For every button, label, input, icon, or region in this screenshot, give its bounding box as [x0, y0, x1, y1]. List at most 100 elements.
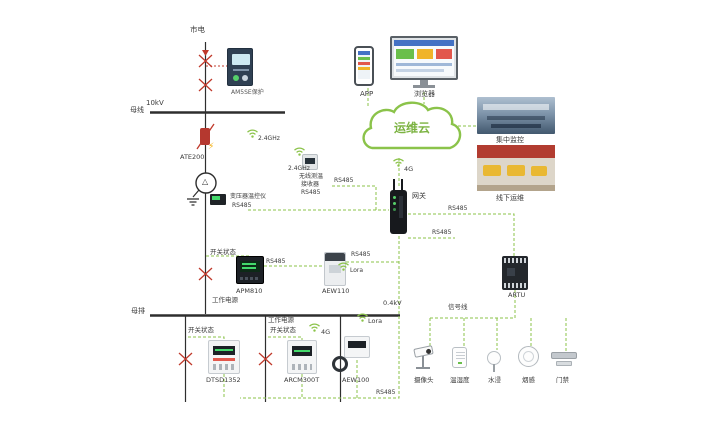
breaker-icon — [258, 352, 273, 366]
transformer-delta-icon: △ — [202, 177, 209, 186]
dashboard-row — [396, 63, 452, 66]
label-meter-aew100: AEW100 — [342, 376, 370, 384]
label-switch-status-a: 开关状态 — [188, 326, 214, 334]
photo-desk-row — [487, 116, 545, 120]
label-gateway-net: 4G — [404, 165, 414, 173]
dashboard-row — [396, 69, 444, 72]
wifi-icon — [294, 147, 305, 156]
apm810-screen — [240, 261, 260, 272]
dtsd-terminals — [213, 364, 235, 370]
arcm-digits — [294, 350, 310, 352]
label-aew110-lora: Lora — [350, 267, 364, 274]
label-receiver-line1: 无线测温 — [299, 173, 324, 180]
cloud-icon — [362, 101, 462, 150]
relay-led-row — [233, 69, 249, 71]
label-meter-dtsd1352: DTSD1352 — [206, 376, 241, 384]
monitor-stand — [420, 80, 428, 85]
label-browser: 浏览器 — [414, 90, 435, 98]
phone-screen — [358, 51, 370, 79]
photo-vehicle — [483, 165, 501, 176]
dashboard-tile — [436, 49, 452, 59]
smoke-detector-device — [518, 346, 539, 367]
label-working-power-b: 工作电源 — [268, 316, 294, 324]
label-hv-busbar: 母线 — [130, 106, 144, 114]
camera-pole — [422, 356, 424, 367]
central-monitoring-photo — [477, 97, 555, 134]
label-photo-central: 集中监控 — [496, 136, 524, 144]
label-photo-offline: 线下运维 — [496, 194, 524, 202]
label-sensor-door: 门禁 — [556, 376, 569, 384]
dtsd-brand-strip — [213, 358, 235, 361]
label-relay: AM5SE保护 — [231, 89, 264, 96]
signal-links — [188, 88, 567, 399]
label-transformer-ctrl: 变压器温控仪 — [230, 193, 267, 200]
water-sensor-cable — [493, 364, 495, 372]
label-sensor-camera: 摄像头 — [414, 376, 434, 384]
ate200-sensor-device — [200, 128, 210, 145]
monitor-base — [413, 85, 435, 88]
label-sensor-temp-humidity: 温湿度 — [450, 376, 470, 384]
arcm-screen — [292, 346, 312, 356]
label-net-4g: 4G — [321, 328, 331, 336]
phone-screen-bar — [358, 57, 370, 60]
phone-screen-bar — [358, 51, 370, 55]
label-cloud: 运维云 — [393, 121, 430, 135]
label-apm810-bus: RS485 — [266, 258, 286, 265]
dashboard-tile — [396, 49, 414, 59]
door-contact-device — [556, 361, 572, 366]
label-ghz-left: 2.4GHz — [258, 135, 280, 142]
photo-screen-wall — [483, 104, 549, 110]
browser-monitor-device — [390, 36, 458, 80]
label-signal-line: 信号线 — [448, 303, 468, 311]
label-switch-status-b: 开关状态 — [270, 326, 296, 334]
aew110-device — [324, 252, 346, 286]
breaker-icon — [198, 54, 213, 68]
camera-base — [416, 367, 430, 369]
offline-ops-photo — [477, 145, 555, 191]
label-working-power-a: 工作电源 — [212, 296, 238, 304]
breaker-icon — [198, 267, 213, 281]
apm810-digits — [242, 263, 256, 265]
phone-screen-bar — [358, 67, 370, 70]
door-contact-device — [551, 352, 577, 359]
apm810-meter-device — [236, 256, 264, 284]
gateway-device — [390, 190, 407, 234]
label-transformer-ctrl-bus: RS485 — [232, 202, 252, 209]
label-ate200: ATE200 — [180, 153, 205, 161]
lightning-icon: ⚡ — [208, 142, 215, 152]
label-mains: 市电 — [190, 25, 205, 34]
aew110-cap — [325, 253, 345, 261]
breaker-marks — [178, 54, 273, 366]
water-leak-sensor-device — [487, 351, 501, 365]
breaker-icon — [198, 78, 213, 92]
gateway-leds — [393, 196, 396, 199]
app-phone-device — [354, 46, 374, 86]
label-sensor-water: 水浸 — [488, 376, 501, 384]
switch-status-lines-bottom — [188, 336, 303, 340]
trunk-line — [240, 236, 400, 399]
ct-ring-icon — [332, 356, 348, 372]
wifi-icon — [247, 129, 258, 138]
label-bottom-bus: RS485 — [376, 389, 396, 396]
aew100-device — [344, 336, 370, 358]
label-receiver-line3: RS485 — [301, 189, 321, 196]
wifi-icon — [338, 262, 349, 271]
label-ghz-right: 2.4GHz — [288, 165, 310, 172]
label-bus-a: RS485 — [448, 205, 468, 212]
camera-lens — [425, 347, 432, 354]
label-gateway: 网关 — [412, 192, 426, 200]
relay-button — [233, 75, 239, 81]
label-artu: ARTU — [508, 291, 526, 299]
phone-screen-bar — [358, 62, 370, 65]
wifi-icon — [393, 158, 404, 167]
arcm300t-meter-device — [287, 340, 317, 374]
artu-terminals — [504, 283, 526, 288]
wifi-icon — [357, 313, 368, 322]
label-aew110: AEW110 — [322, 287, 350, 295]
photo-banner — [477, 145, 555, 158]
temp-humidity-sensor-device — [452, 347, 467, 368]
relay-screen — [232, 54, 250, 65]
dashboard-tile — [417, 49, 433, 59]
